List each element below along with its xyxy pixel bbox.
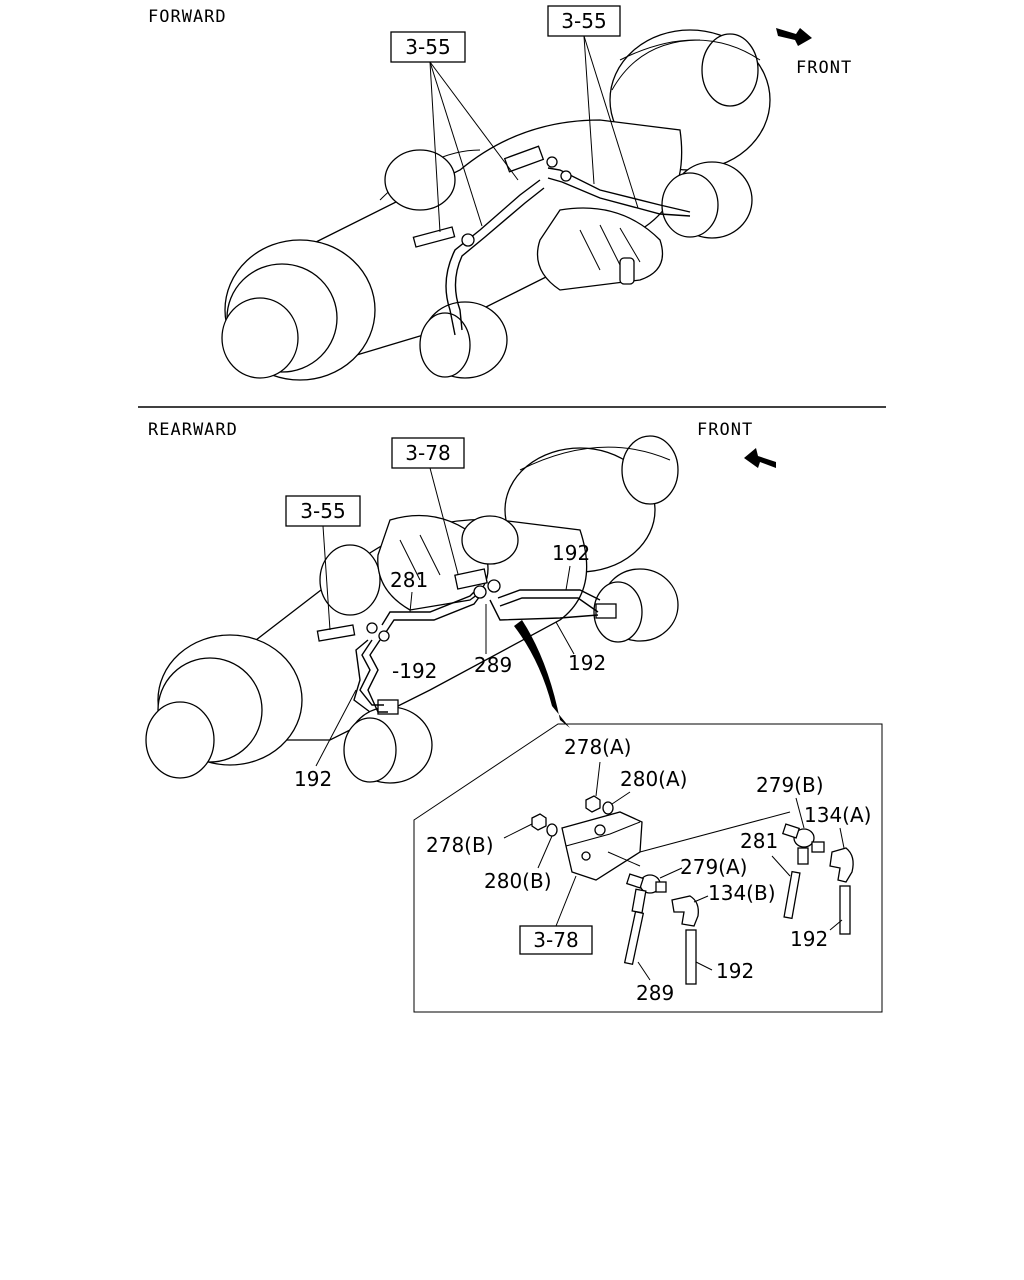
svg-text:3-78: 3-78	[405, 441, 450, 465]
forward-axle-drawing	[221, 29, 771, 381]
callout-278b: 278(B)	[426, 833, 494, 857]
detail-ref-label: 3-78	[533, 928, 578, 952]
callout-289: 289	[474, 653, 512, 677]
callout-280b: 280(B)	[484, 869, 552, 893]
front-label-forward: FRONT	[796, 58, 852, 78]
callout-281: 281	[390, 568, 428, 592]
front-arrow-icon	[776, 28, 812, 46]
callout-134a: 134(A)	[804, 803, 871, 827]
callout-289: 289	[636, 981, 674, 1005]
forward-section-title: FORWARD	[148, 7, 227, 27]
rearward-section-title: REARWARD	[148, 420, 238, 440]
rearward-callouts: 281 192 289 192 -192 192	[294, 541, 606, 791]
front-label-rearward: FRONT	[697, 420, 753, 440]
callout-280a: 280(A)	[620, 767, 687, 791]
svg-text:3-55: 3-55	[300, 499, 345, 523]
rearward-ref-b: 3-55	[285, 495, 361, 631]
callout-192: 192	[790, 927, 828, 951]
callout-279b: 279(B)	[756, 773, 824, 797]
svg-text:3-55: 3-55	[405, 35, 450, 59]
callout-281: 281	[740, 829, 778, 853]
rearward-ref-a: 3-78	[391, 437, 465, 575]
callout-192: 192	[552, 541, 590, 565]
callout-192: 192	[568, 651, 606, 675]
front-arrow-icon	[744, 448, 776, 468]
svg-text:3-55: 3-55	[561, 9, 606, 33]
callout-134b: 134(B)	[708, 881, 776, 905]
callout-192: 192	[294, 767, 332, 791]
rearward-axle-drawing	[145, 435, 679, 784]
forward-ref-a: 3-55	[390, 31, 519, 233]
forward-ref-b: 3-55	[547, 5, 639, 209]
callout-279a: 279(A)	[680, 855, 747, 879]
rearward-section: REARWARD FRONT	[145, 420, 883, 1013]
callout-278a: 278(A)	[564, 735, 631, 759]
callout-192: -192	[392, 659, 437, 683]
callout-192: 192	[716, 959, 754, 983]
forward-section: FORWARD FRONT	[148, 5, 852, 381]
detail-inset: 278(A) 280(A) 279(B) 134(A) 278(B) 281 2…	[413, 723, 883, 1013]
